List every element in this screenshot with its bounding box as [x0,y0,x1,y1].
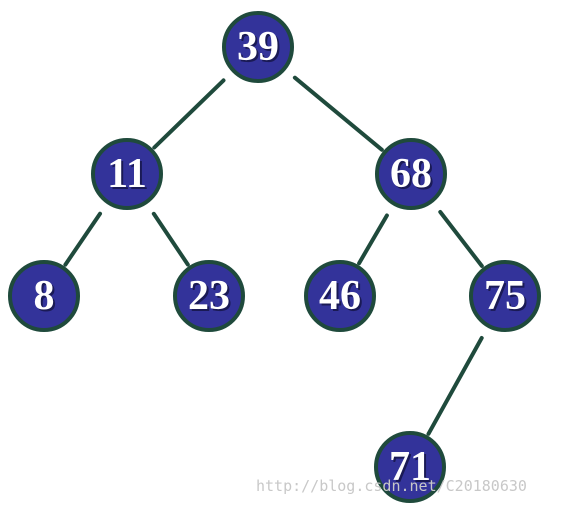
tree-edge-n11-n23 [151,211,190,267]
tree-edge-n11-n8 [63,211,102,267]
watermark-text: http://blog.csdn.net/C20180630 [256,477,527,495]
tree-node-label-shadow: 46 [321,275,363,321]
tree-node-label: 39 [237,24,279,70]
tree-node-label: 23 [188,273,230,319]
tree-edge-n68-n46 [357,213,389,266]
tree-node-circle [222,11,294,83]
tree-node-circle [173,260,245,332]
tree-node-circle [8,260,80,332]
tree-node-label-shadow: 39 [239,26,281,72]
tree-node-label-shadow: 8 [36,275,57,321]
tree-node-label-shadow: 75 [486,275,528,321]
tree-node-label-shadow: 23 [190,275,232,321]
tree-edge-n68-n75 [438,210,484,268]
tree-edges [63,75,484,436]
tree-node-label: 11 [107,151,147,197]
tree-node-label-shadow: 11 [109,153,149,199]
tree-node-label: 68 [390,151,432,197]
tree-node-label: 8 [34,273,55,319]
tree-node-circle [374,431,446,503]
tree-node-label-shadow: 71 [391,446,433,492]
tree-edge-n75-n71 [426,336,484,436]
tree-node-circle [469,260,541,332]
tree-node-circle [91,138,163,210]
tree-node-circle [304,260,376,332]
tree-edge-n39-n68 [292,75,384,152]
tree-node-label: 46 [319,273,361,319]
tree-edge-n39-n11 [152,78,226,150]
tree-node-label: 71 [389,444,431,490]
tree-node-8: 88 [8,260,80,332]
tree-node-label: 75 [484,273,526,319]
tree-node-label-shadow: 68 [392,153,434,199]
tree-node-circle [375,138,447,210]
